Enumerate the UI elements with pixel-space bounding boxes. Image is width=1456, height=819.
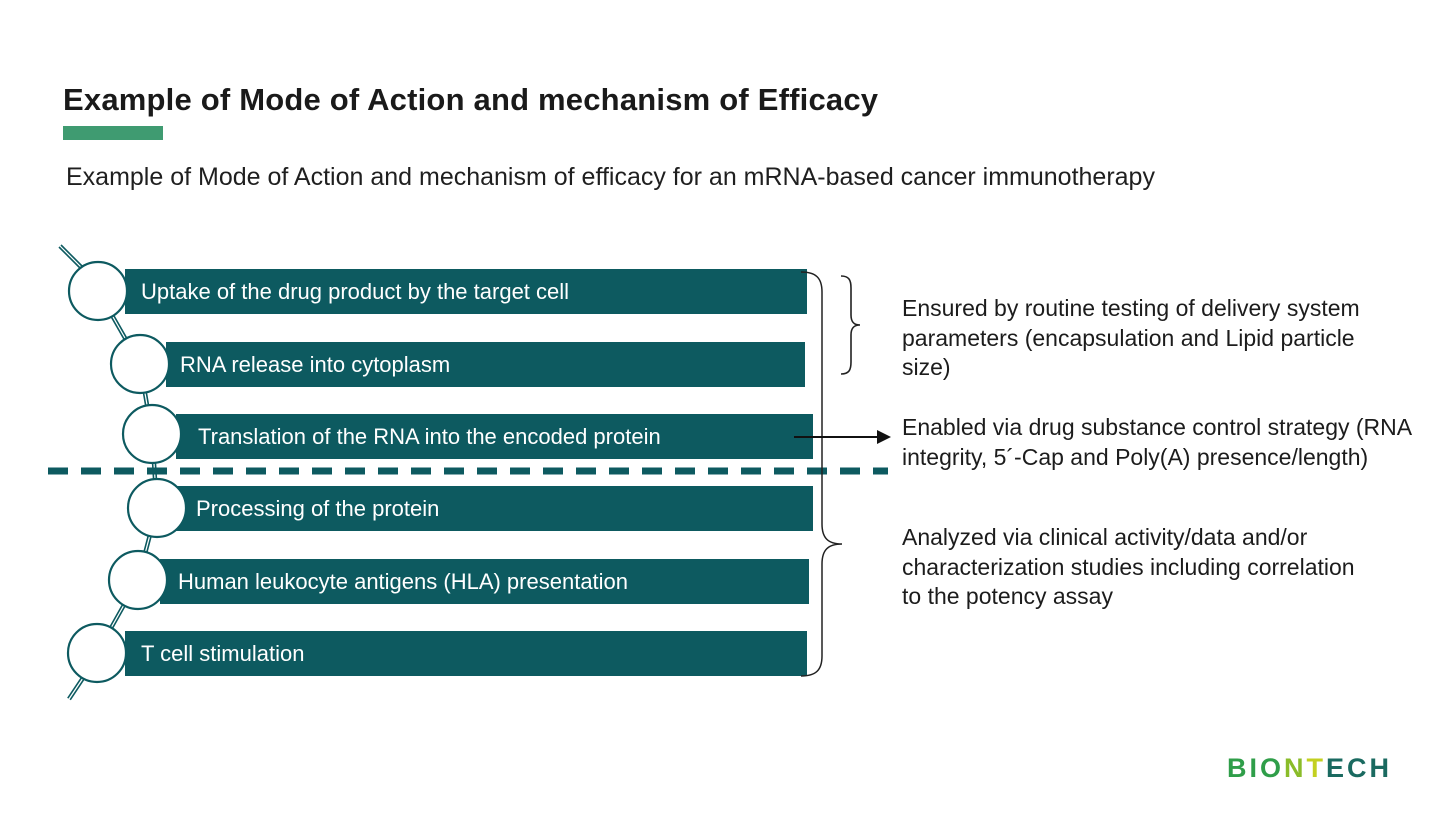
biontech-logo: BIONTECH [1227, 753, 1392, 784]
page-subtitle: Example of Mode of Action and mechanism … [66, 163, 1155, 191]
step-label: T cell stimulation [141, 640, 305, 666]
step-label: Human leukocyte antigens (HLA) presentat… [178, 568, 629, 594]
step-label: RNA release into cytoplasm [180, 351, 451, 377]
bead-circle-2 [109, 333, 171, 395]
step-bar-hla: Human leukocyte antigens (HLA) presentat… [160, 559, 809, 604]
step-bar-processing: Processing of the protein [174, 486, 813, 531]
title-accent-bar [63, 126, 163, 140]
annotation-delivery-system: Ensured by routine testing of delivery s… [902, 295, 1360, 380]
brace-all-steps [800, 271, 843, 677]
step-bar-translation: Translation of the RNA into the encoded … [176, 414, 813, 459]
step-bar-uptake: Uptake of the drug product by the target… [125, 269, 807, 314]
step-label: Translation of the RNA into the encoded … [198, 423, 661, 449]
arrowhead-icon [877, 430, 891, 444]
bead-circle-6 [66, 622, 128, 684]
logo-part-bio: BIO [1226, 753, 1284, 783]
logo-part-ech: ECH [1325, 753, 1392, 783]
logo-part-n: N [1283, 753, 1307, 783]
bead-circles [66, 260, 188, 684]
logo-part-t: T [1306, 753, 1326, 783]
step-bar-tcell: T cell stimulation [125, 631, 807, 676]
step-label: Uptake of the drug product by the target… [141, 278, 570, 304]
step-label: Processing of the protein [196, 495, 440, 521]
brace-steps-1-2 [840, 275, 861, 375]
bead-circle-5 [107, 549, 169, 611]
page-title: Example of Mode of Action and mechanism … [63, 82, 879, 117]
bead-circle-3 [121, 403, 183, 465]
annotation-drug-substance: Enabled via drug substance control strat… [902, 414, 1413, 470]
step-bar-rna-release: RNA release into cytoplasm [166, 342, 805, 387]
annotation-clinical-activity: Analyzed via clinical activity/data and/… [902, 524, 1355, 609]
bead-circle-1 [67, 260, 129, 322]
